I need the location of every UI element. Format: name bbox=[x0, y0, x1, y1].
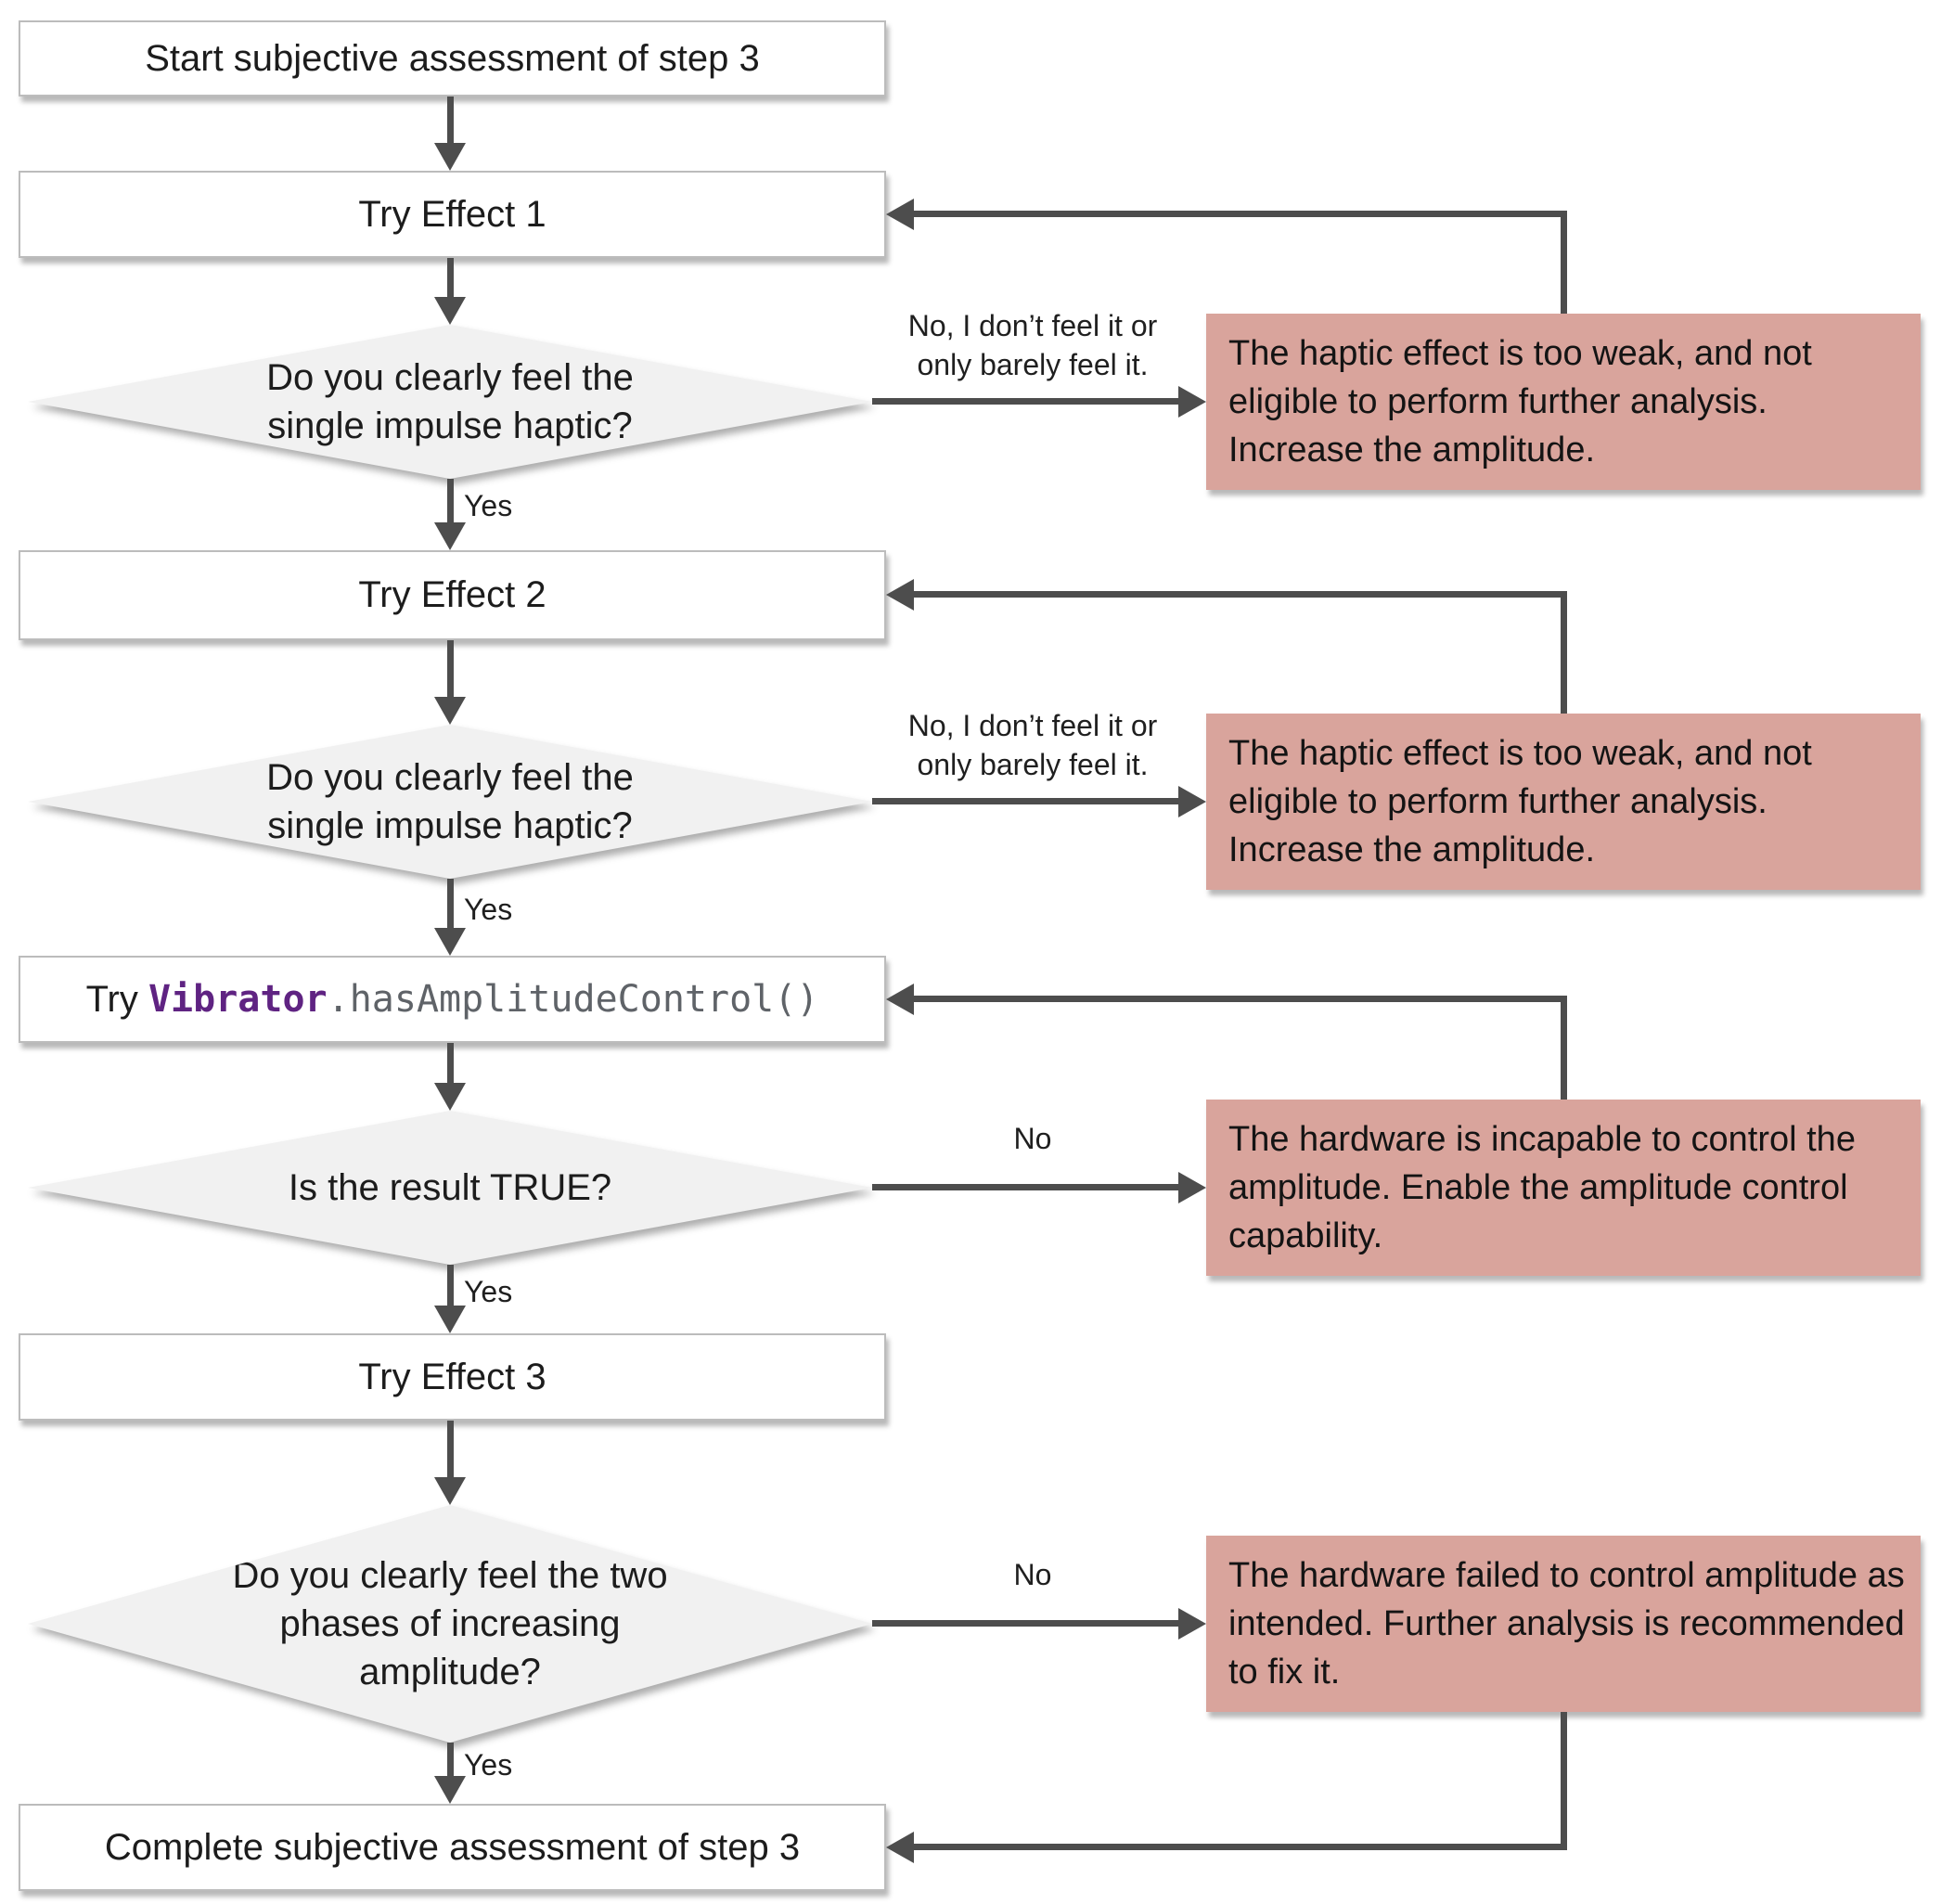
edge-effect1-to-decision1-line bbox=[447, 258, 454, 302]
alert-too-weak-1: The haptic effect is too weak, and not e… bbox=[1206, 314, 1921, 490]
edge-alert3-feedback-hline bbox=[914, 996, 1567, 1002]
edge-api-to-decision3-line bbox=[447, 1043, 454, 1088]
edge-alert1-feedback-hline bbox=[914, 211, 1567, 217]
edge-label-yes-1: Yes bbox=[464, 489, 513, 522]
decision-feel-2: Do you clearly feel the single impulse h… bbox=[28, 725, 872, 879]
edge-effect3-to-decision4-line bbox=[447, 1421, 454, 1483]
edge-label-yes-4: Yes bbox=[464, 1748, 513, 1782]
decision-two-phases: Do you clearly feel the two phases of in… bbox=[28, 1505, 872, 1743]
decision-feel-1: Do you clearly feel the single impulse h… bbox=[28, 325, 872, 479]
edge-label-no-feel-2: No, I don’t feel it or only barely feel … bbox=[907, 709, 1158, 782]
edge-alert1-feedback-arrowhead bbox=[886, 199, 914, 230]
edge-effect2-to-decision2-line bbox=[447, 640, 454, 702]
edge-decision2-no-line bbox=[872, 798, 1182, 804]
node-try-effect-1: Try Effect 1 bbox=[19, 171, 886, 258]
edge-decision4-no-line bbox=[872, 1620, 1182, 1627]
edge-decision4-yes-line bbox=[447, 1743, 454, 1782]
api-call-prefix: Try bbox=[85, 979, 148, 1020]
edge-decision3-no-arrowhead bbox=[1178, 1172, 1206, 1203]
decision-result-wrap: Is the result TRUE? bbox=[28, 1111, 872, 1265]
edge-label-no-1: No bbox=[1013, 1122, 1052, 1155]
edge-decision1-yes-line bbox=[447, 479, 454, 528]
alert-incapable: The hardware is incapable to control the… bbox=[1206, 1100, 1921, 1276]
edge-decision2-yes-line bbox=[447, 879, 454, 933]
edge-label-no-2: No bbox=[1013, 1558, 1052, 1591]
api-call-member: .hasAmplitudeControl() bbox=[327, 978, 819, 1021]
edge-alert3-feedback-vline bbox=[1561, 996, 1567, 1100]
edge-effect2-to-decision2-arrowhead bbox=[434, 697, 466, 725]
edge-alert4-feedback-vline bbox=[1561, 1712, 1567, 1850]
edge-api-to-decision3-arrowhead bbox=[434, 1083, 466, 1111]
edge-decision3-yes-line bbox=[447, 1265, 454, 1311]
edge-label-no-feel-1: No, I don’t feel it or only barely feel … bbox=[907, 309, 1158, 382]
edge-alert2-feedback-vline bbox=[1561, 591, 1567, 714]
decision-feel-2-wrap: Do you clearly feel the single impulse h… bbox=[28, 725, 872, 879]
alert-failed: The hardware failed to control amplitude… bbox=[1206, 1536, 1921, 1712]
edge-decision1-yes-arrowhead bbox=[434, 522, 466, 550]
node-try-effect-2: Try Effect 2 bbox=[19, 550, 886, 640]
node-try-effect-3: Try Effect 3 bbox=[19, 1333, 886, 1421]
edge-decision2-no-arrowhead bbox=[1178, 786, 1206, 817]
edge-decision4-yes-arrowhead bbox=[434, 1776, 466, 1804]
edge-alert4-feedback-arrowhead bbox=[886, 1832, 914, 1863]
edge-decision3-no-line bbox=[872, 1184, 1182, 1190]
edge-start-to-effect1-arrowhead bbox=[434, 143, 466, 171]
decision-result: Is the result TRUE? bbox=[28, 1111, 872, 1265]
node-complete: Complete subjective assessment of step 3 bbox=[19, 1804, 886, 1891]
edge-decision1-no-arrowhead bbox=[1178, 386, 1206, 418]
edge-label-yes-3: Yes bbox=[464, 1275, 513, 1308]
edge-start-to-effect1-line bbox=[447, 96, 454, 148]
node-start: Start subjective assessment of step 3 bbox=[19, 20, 886, 96]
edge-alert2-feedback-arrowhead bbox=[886, 579, 914, 611]
edge-alert2-feedback-hline bbox=[914, 591, 1567, 598]
api-call-text: Try Vibrator.hasAmplitudeControl() bbox=[86, 978, 819, 1021]
api-call-class: Vibrator bbox=[148, 978, 328, 1021]
edge-effect1-to-decision1-arrowhead bbox=[434, 297, 466, 325]
edge-decision4-no-arrowhead bbox=[1178, 1608, 1206, 1640]
alert-too-weak-2: The haptic effect is too weak, and not e… bbox=[1206, 714, 1921, 890]
edge-label-yes-2: Yes bbox=[464, 893, 513, 926]
edge-decision1-no-line bbox=[872, 398, 1182, 405]
edge-decision3-yes-arrowhead bbox=[434, 1306, 466, 1333]
edge-alert1-feedback-vline bbox=[1561, 211, 1567, 314]
node-api-call: Try Vibrator.hasAmplitudeControl() bbox=[19, 956, 886, 1043]
edge-alert3-feedback-arrowhead bbox=[886, 984, 914, 1015]
edge-alert4-feedback-hline bbox=[914, 1844, 1567, 1850]
edge-effect3-to-decision4-arrowhead bbox=[434, 1477, 466, 1505]
decision-feel-1-wrap: Do you clearly feel the single impulse h… bbox=[28, 325, 872, 479]
edge-decision2-yes-arrowhead bbox=[434, 928, 466, 956]
decision-two-phases-wrap: Do you clearly feel the two phases of in… bbox=[28, 1505, 872, 1743]
